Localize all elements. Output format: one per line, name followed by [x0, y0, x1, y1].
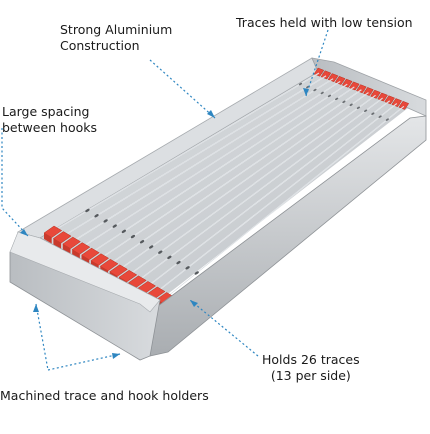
arrowhead-spacing	[20, 229, 28, 236]
trace-line-shadow	[121, 92, 369, 269]
trace-line-shadow	[158, 103, 397, 291]
trace-line-shadow	[102, 86, 355, 258]
label-construction-line-1: Strong Aluminium	[60, 22, 173, 37]
trace-swivel-far	[342, 100, 346, 104]
traces	[55, 72, 405, 297]
trace-swivel	[130, 234, 136, 239]
trace-swivel-far	[371, 112, 375, 115]
trace-line-shadow	[112, 89, 362, 263]
trace-swivel-far	[327, 94, 332, 98]
leader-spacing	[1, 128, 29, 237]
trace-swivel-far	[385, 118, 389, 121]
trace-swivel-far	[335, 97, 339, 101]
leader-holders-a	[35, 303, 49, 371]
leader-holds	[189, 299, 259, 357]
label-low-tension: Traces held with low tension	[236, 15, 413, 31]
trace-swivel-far	[320, 91, 324, 95]
leader-construction	[149, 59, 216, 119]
tray-floor	[40, 72, 408, 300]
trace-swivel-far	[356, 106, 360, 109]
far-holder-block	[398, 100, 410, 110]
near-holder-block	[81, 247, 100, 260]
arrowhead-holders-a	[33, 304, 39, 312]
trace-line-shadow	[55, 72, 319, 230]
arrowhead-tension	[303, 88, 309, 96]
far-holder-block	[370, 89, 381, 99]
trace-swivel-far	[298, 82, 303, 86]
near-holder-block-side	[44, 233, 52, 244]
trace-swivel	[185, 266, 190, 270]
trace-line-shadow	[93, 84, 348, 252]
callout-arrowheads	[20, 88, 309, 359]
label-holds-line-2: (13 per side)	[270, 368, 351, 383]
trace-line-shadow	[130, 95, 376, 274]
near-holder-block-side	[53, 238, 62, 250]
arrowhead-holds	[190, 300, 198, 307]
tray-near-end-lip	[9, 231, 161, 313]
trace-swivel-far	[349, 103, 353, 107]
near-holder-block	[90, 253, 110, 266]
arrowhead-holders-b	[112, 353, 120, 359]
trace-swivel	[167, 255, 172, 260]
label-machined-holders: Machined trace and hook holders	[0, 388, 209, 404]
trace-swivel	[176, 260, 181, 265]
trace-line-shadow	[168, 106, 404, 296]
trace-swivel	[103, 219, 108, 223]
trace-line-shadow	[65, 75, 327, 235]
trace-swivel	[85, 208, 90, 213]
near-holder-block-side	[62, 244, 71, 255]
label-spacing-line-2: between hooks	[2, 120, 97, 135]
trace-swivel	[121, 229, 126, 233]
label-large-spacing: Large spacing between hooks	[2, 104, 97, 136]
trace-swivel-far	[378, 115, 382, 118]
far-holder-block	[377, 92, 388, 102]
label-construction-line-2: Construction	[60, 38, 140, 53]
trace-line-shadow	[74, 78, 334, 241]
trace-swivel-far	[313, 88, 317, 92]
label-strong-aluminium-construction: Strong Aluminium Construction	[60, 22, 172, 54]
arrowhead-construction	[207, 110, 215, 118]
callout-leaders	[1, 29, 329, 371]
label-holders-line: Machined trace and hook holders	[0, 388, 209, 403]
label-holds-line-1: Holds 26 traces	[262, 352, 360, 367]
trace-swivel	[139, 240, 145, 244]
trace-line-shadow	[149, 100, 390, 285]
trace-swivel-far	[306, 85, 310, 89]
trace-swivel	[158, 250, 163, 254]
near-holder-block	[62, 236, 81, 249]
near-holder-block	[99, 258, 119, 272]
far-holder-block	[391, 98, 403, 108]
near-holder-block	[127, 275, 147, 288]
trace-line-shadow	[83, 81, 341, 247]
trace-swivel	[194, 271, 199, 275]
leader-holders-b	[47, 353, 121, 371]
trace-swivel	[112, 224, 117, 228]
trace-swivel-far	[364, 109, 368, 112]
near-holder-block	[109, 264, 128, 277]
far-holder-block	[384, 95, 395, 105]
trace-swivel	[149, 245, 154, 249]
trace-swivel	[94, 214, 99, 218]
label-holds-traces: Holds 26 traces (13 per side)	[262, 352, 360, 384]
label-spacing-line-1: Large spacing	[2, 104, 90, 119]
trace-line-shadow	[140, 97, 383, 280]
label-tension-line: Traces held with low tension	[236, 15, 413, 30]
